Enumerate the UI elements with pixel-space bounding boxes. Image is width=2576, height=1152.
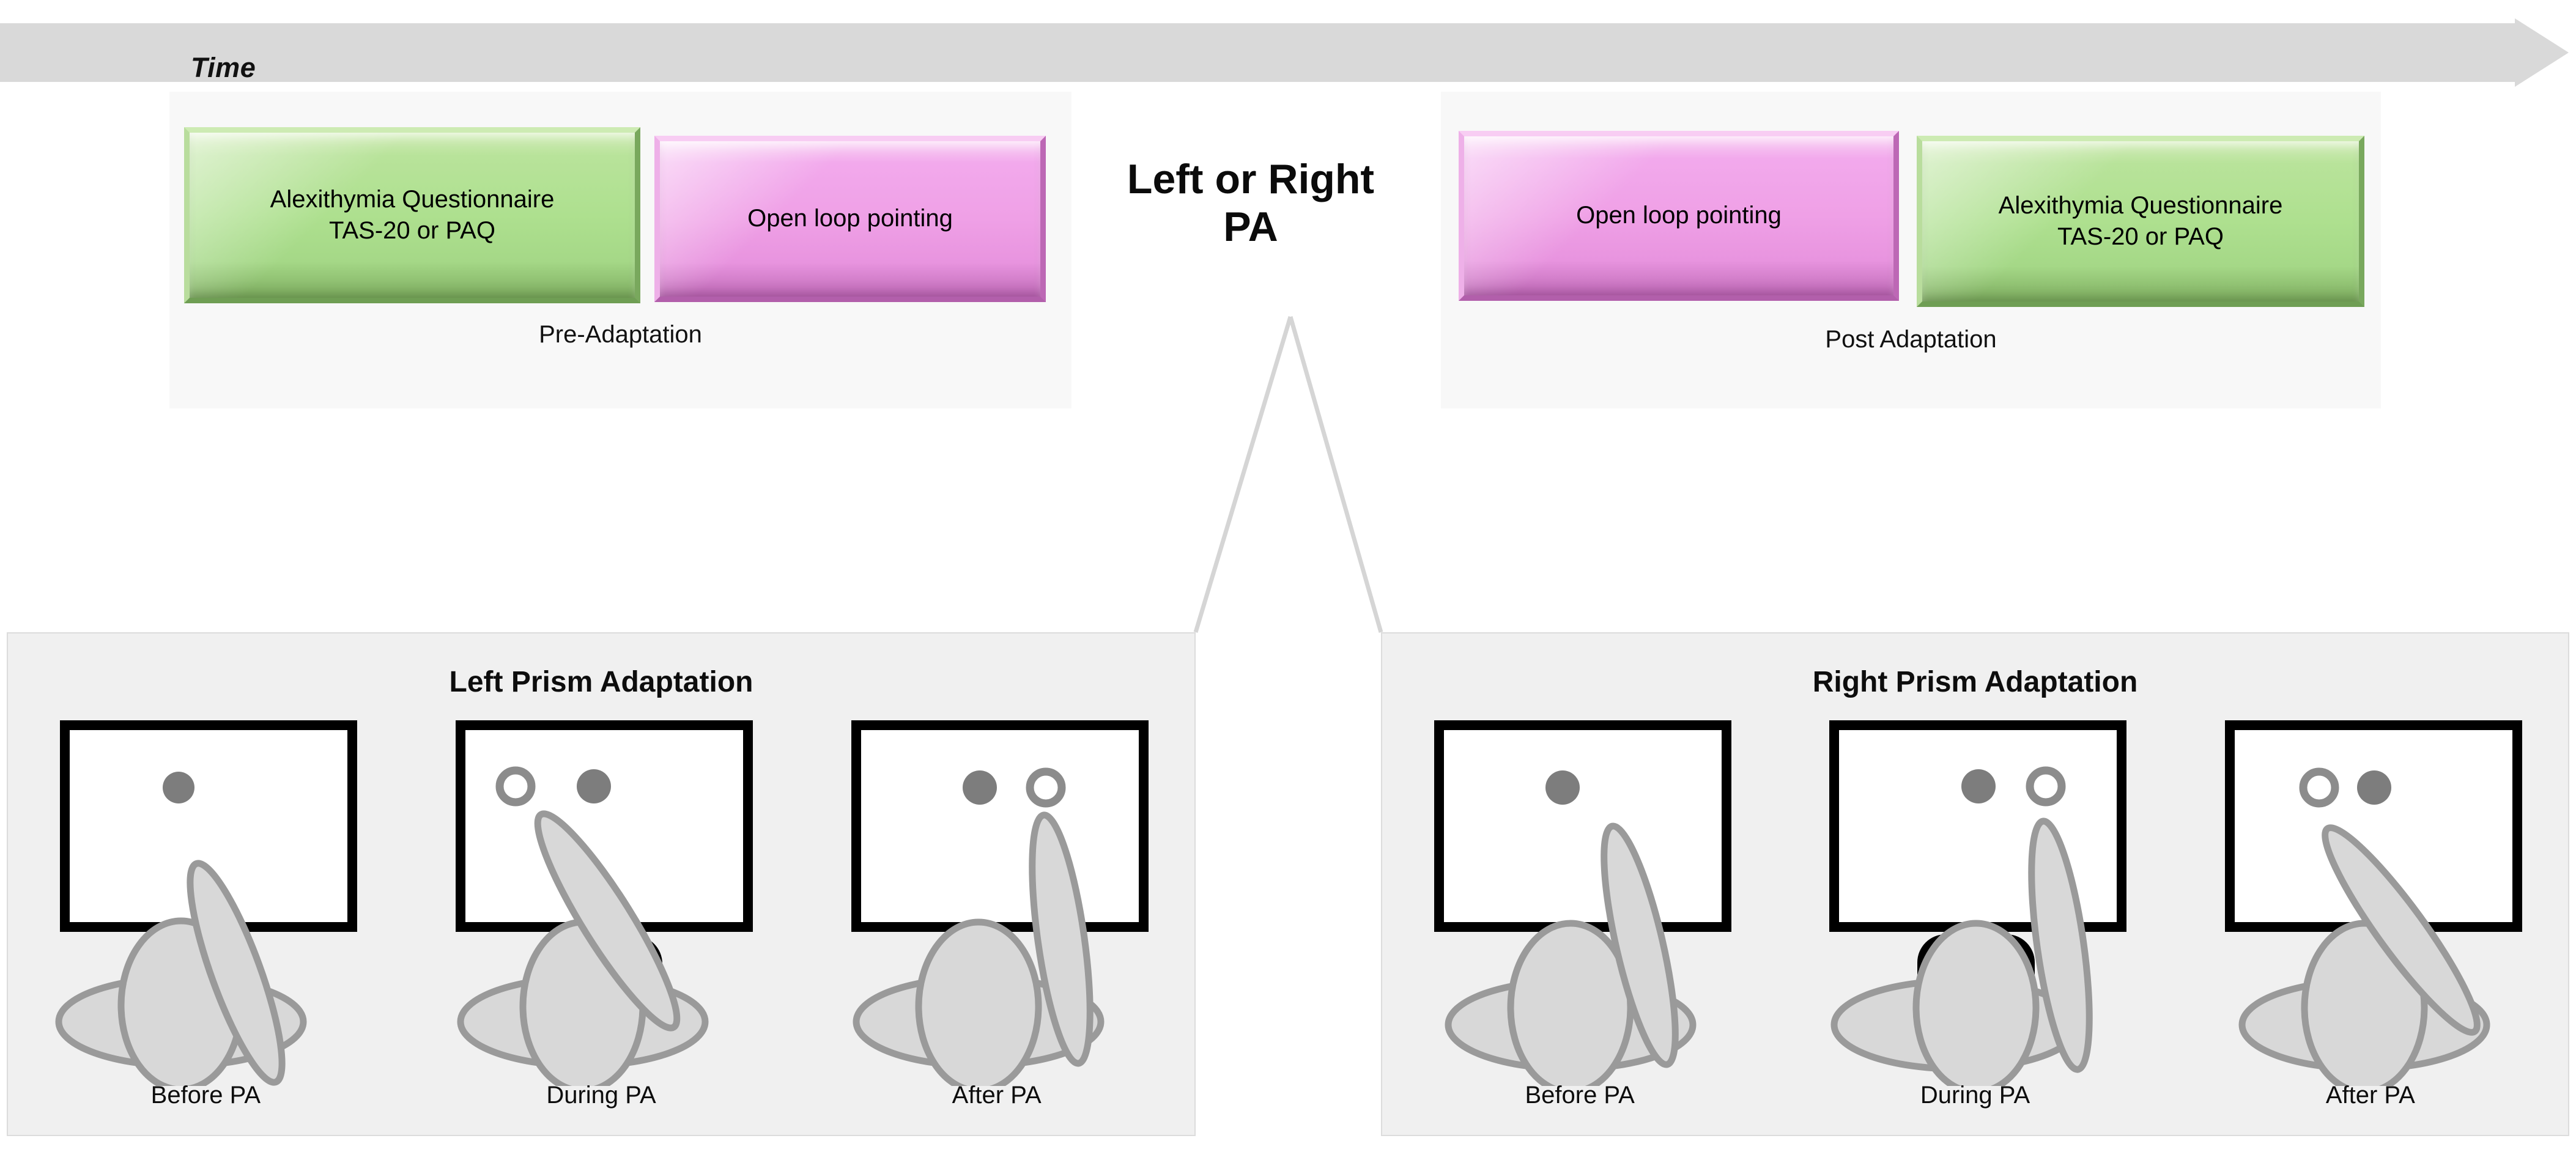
center-heading-line1: Left or Right (1127, 156, 1375, 202)
arm-ellipse (187, 860, 286, 1086)
label-right-after-pa: After PA (2325, 1082, 2415, 1109)
left-panel-title: Left Prism Adaptation (449, 666, 753, 698)
label-left-after-pa: After PA (952, 1082, 1042, 1109)
label-left-before-pa: Before PA (150, 1082, 261, 1109)
left-prism-adaptation-panel: Left Prism Adaptation (7, 632, 1196, 1136)
post-questionnaire-line1: Alexithymia Questionnaire (1998, 191, 2283, 219)
post-questionnaire-line2: TAS-20 or PAQ (2057, 223, 2224, 250)
pre-open-loop-pointing-box[interactable]: Open loop pointing (654, 136, 1046, 302)
pre-pointing-label: Open loop pointing (747, 205, 953, 232)
target-open-dot (2026, 766, 2066, 807)
post-pointing-label: Open loop pointing (1576, 202, 1782, 229)
label-left-during-pa: During PA (546, 1082, 656, 1109)
post-adaptation-caption: Post Adaptation (1825, 326, 1997, 353)
pre-questionnaire-line1: Alexithymia Questionnaire (270, 185, 555, 213)
center-heading-line2: PA (1223, 203, 1278, 250)
scene-left-during-pa (430, 719, 772, 1086)
head-ellipse (1913, 920, 2040, 1086)
target-filled-dot (2356, 770, 2391, 805)
post-open-loop-pointing-box[interactable]: Open loop pointing (1459, 131, 1899, 301)
scene-right-after-pa (2199, 719, 2542, 1086)
label-right-before-pa: Before PA (1525, 1082, 1635, 1109)
timeline-label: Time (191, 52, 256, 83)
arm-ellipse (1601, 822, 1679, 1068)
pre-alexithymia-questionnaire-box[interactable]: Alexithymia Questionnaire TAS-20 or PAQ (184, 127, 640, 303)
left-or-right-pa-heading: Left or Right PA (1076, 156, 1425, 251)
left-panel-scenes (8, 719, 1194, 1086)
arm-ellipse (2321, 824, 2481, 1036)
left-panel-scene-labels: Before PA During PA After PA (8, 1082, 1194, 1109)
target-open-dot (2299, 767, 2339, 808)
pre-questionnaire-line2: TAS-20 or PAQ (329, 217, 495, 244)
target-open-dot (1026, 767, 1066, 808)
target-open-dot (495, 766, 536, 807)
scene-right-during-pa (1804, 719, 2146, 1086)
target-filled-dot (1961, 769, 1996, 803)
target-filled-dot (576, 769, 611, 803)
head-ellipse (915, 918, 1042, 1086)
target-filled-dot (163, 772, 195, 803)
arm-ellipse (1028, 811, 1094, 1067)
timeline-arrow: Time (0, 18, 2576, 87)
right-prism-adaptation-panel: Right Prism Adaptation (1381, 632, 2569, 1136)
scene-left-after-pa (826, 719, 1168, 1086)
scene-left-before-pa (34, 719, 377, 1086)
arm-ellipse (534, 810, 681, 1032)
target-filled-dot (1545, 770, 1580, 805)
label-right-during-pa: During PA (1920, 1082, 2030, 1109)
right-panel-title: Right Prism Adaptation (1812, 666, 2138, 698)
post-alexithymia-questionnaire-box[interactable]: Alexithymia Questionnaire TAS-20 or PAQ (1917, 136, 2364, 307)
right-panel-scenes (1382, 719, 2568, 1086)
target-filled-dot (962, 770, 997, 805)
pre-adaptation-caption: Pre-Adaptation (539, 321, 702, 348)
arm-ellipse (2028, 818, 2093, 1073)
head-ellipse (1507, 920, 1634, 1086)
scene-right-before-pa (1408, 719, 1751, 1086)
time-arrow-icon (0, 18, 2569, 87)
right-panel-scene-labels: Before PA During PA After PA (1382, 1082, 2568, 1109)
